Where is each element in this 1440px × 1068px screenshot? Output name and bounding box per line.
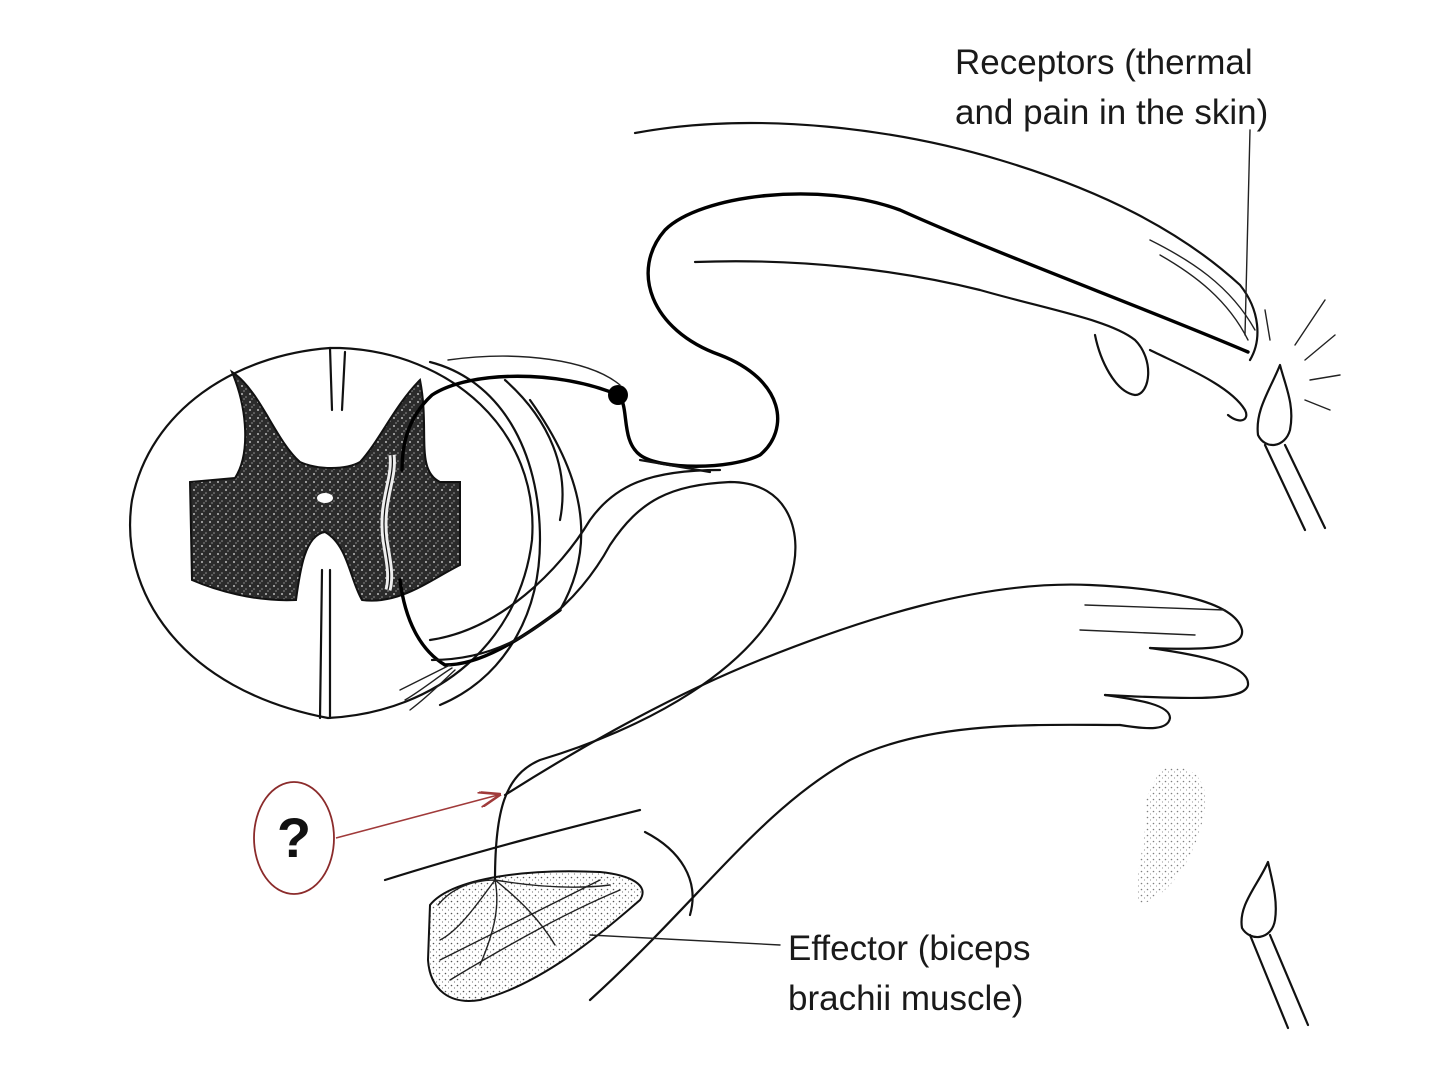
effector-pointer <box>589 934 781 946</box>
biceps-muscle <box>426 870 644 1002</box>
receptors-label: Receptors (thermal and pain in the skin) <box>955 38 1268 138</box>
effector-label: Effector (biceps brachii muscle) <box>788 924 1031 1024</box>
receptors-label-line2: and pain in the skin) <box>955 93 1269 132</box>
motor-neuron-path <box>398 378 797 882</box>
marker-arrow <box>335 795 498 839</box>
question-marker-icon <box>253 781 498 895</box>
effector-label-line1: Effector (biceps <box>788 929 1031 968</box>
flame-icon <box>1256 299 1341 532</box>
receptors-label-line1: Receptors (thermal <box>955 43 1253 82</box>
effector-label-line2: brachii muscle) <box>788 979 1024 1018</box>
receptors-pointer <box>1244 129 1251 336</box>
interneuron <box>380 454 396 591</box>
shadow-smudge <box>1137 766 1206 905</box>
lower-arm-hand <box>383 583 1250 1002</box>
spinal-cord-cross-section <box>129 346 542 720</box>
upper-arm-hand <box>633 121 1259 422</box>
unknown-marker-text: ? <box>276 806 312 869</box>
flame-icon-lower <box>1240 860 1310 1030</box>
